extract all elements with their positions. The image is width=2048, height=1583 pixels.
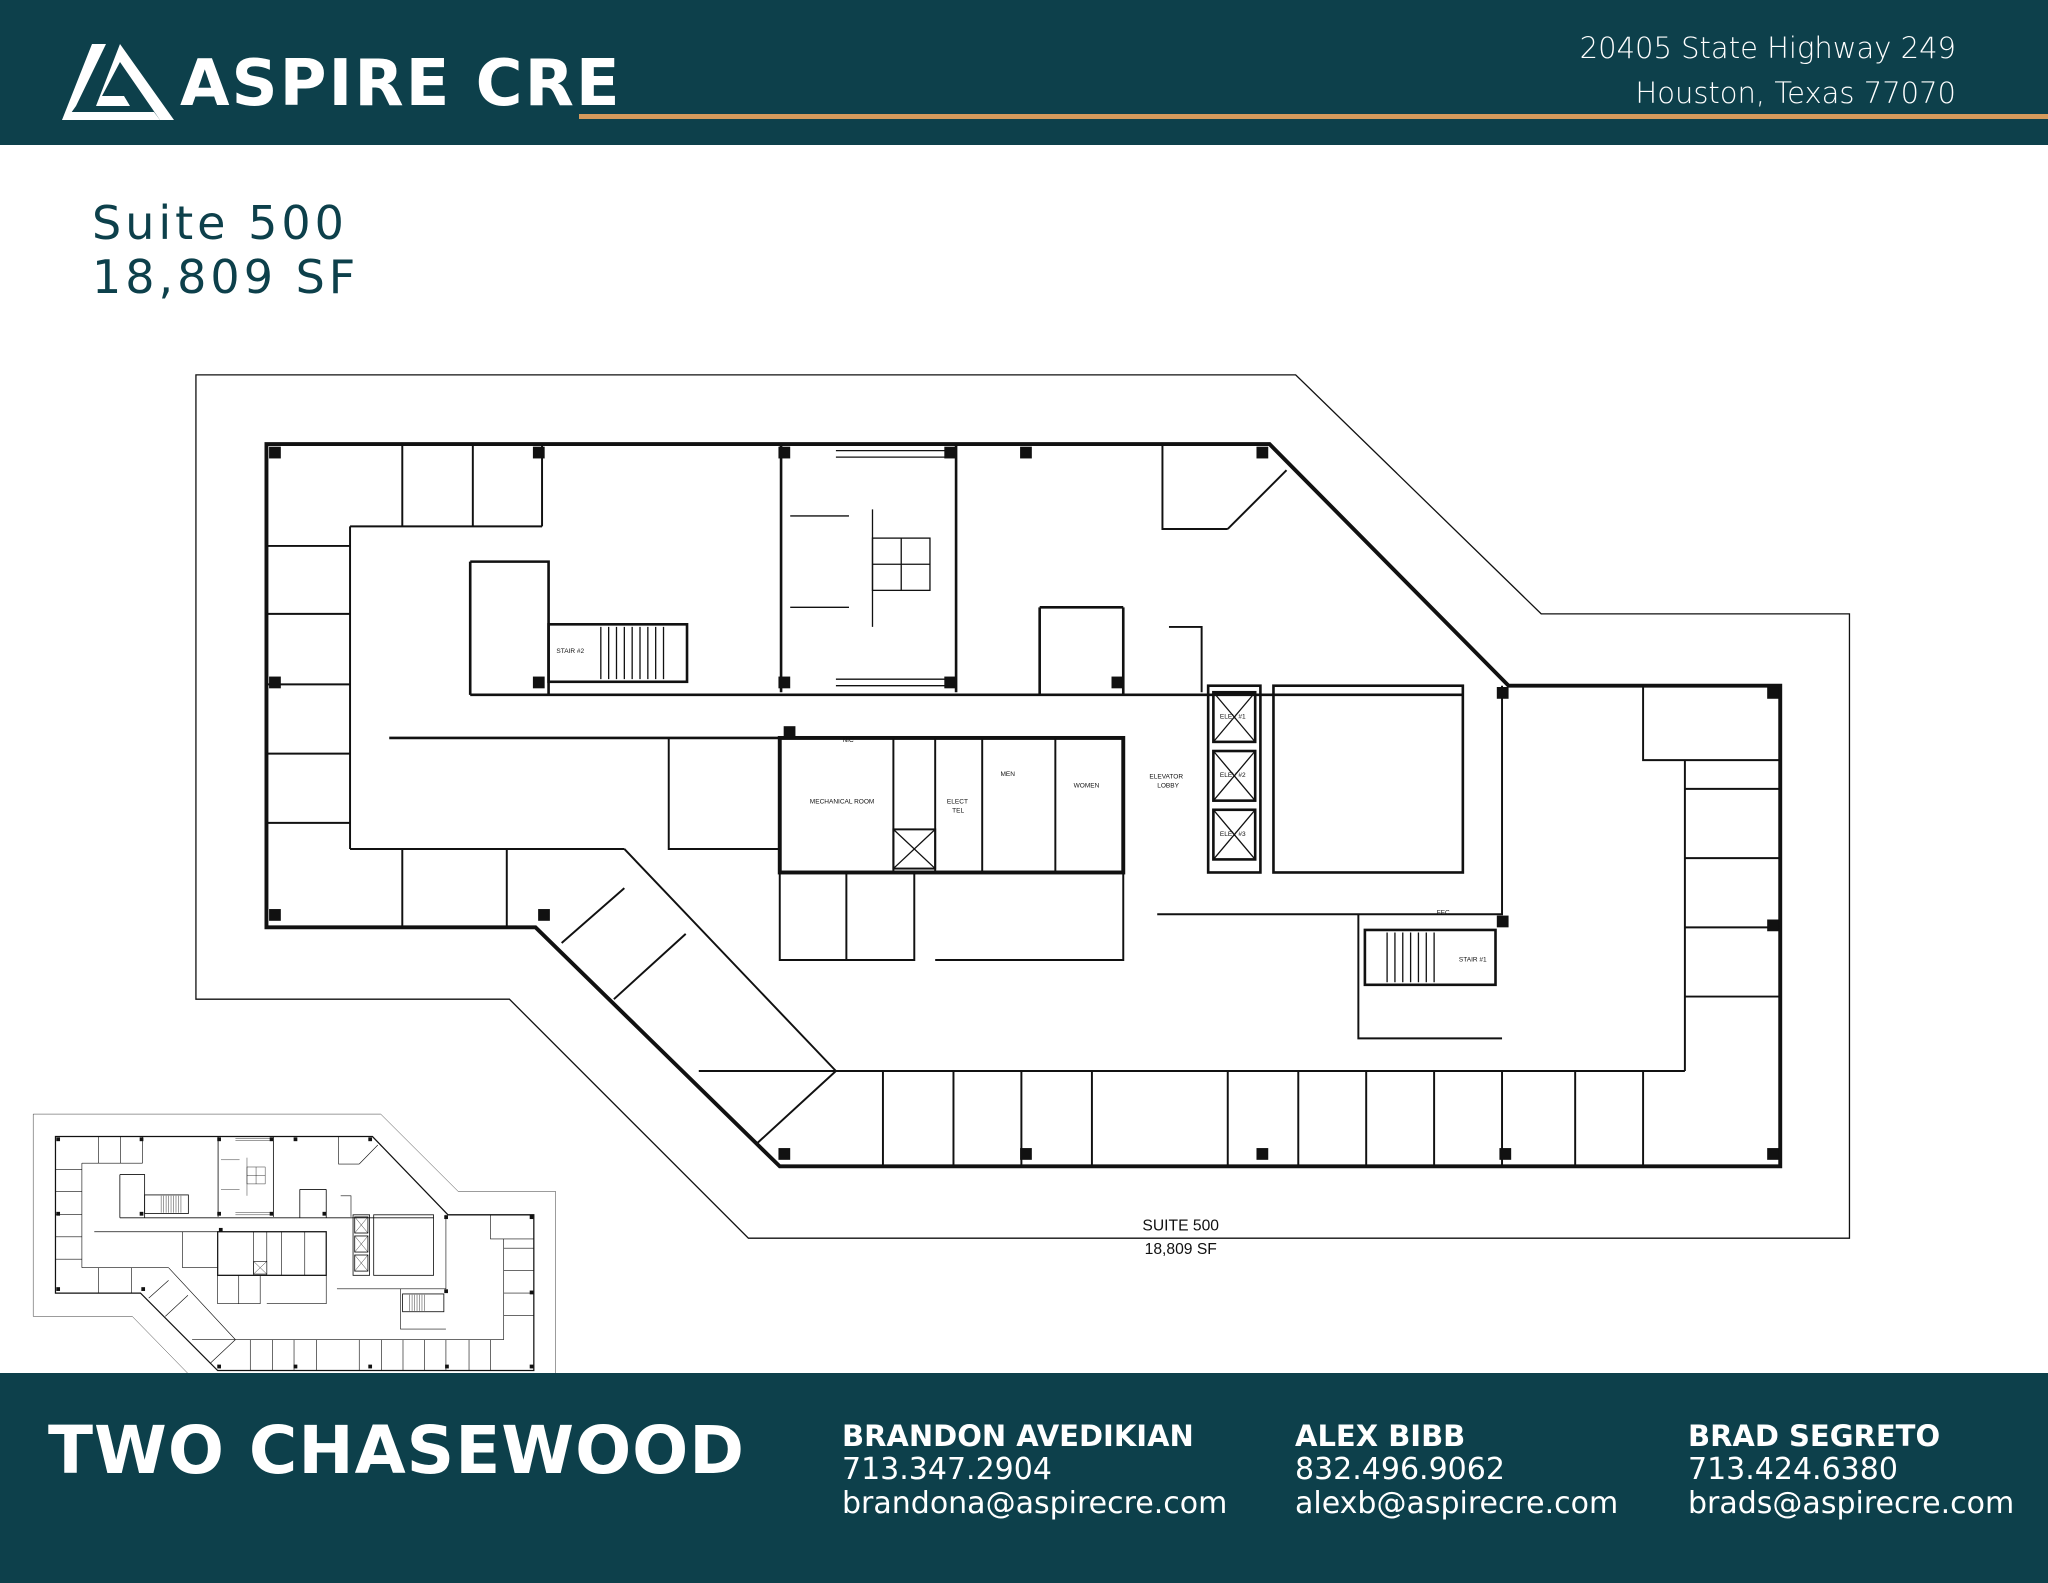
structural-column <box>778 446 791 459</box>
label-stair-1: STAIR #1 <box>1459 956 1487 963</box>
label-men: MEN <box>1000 771 1015 778</box>
core-block <box>777 735 1126 875</box>
structural-column <box>1767 919 1779 932</box>
structural-column <box>1256 446 1269 459</box>
label-elev-2: ELEV #2 <box>1220 772 1246 779</box>
building-outline <box>264 442 1783 1169</box>
plan-suite-label: SUITE 500 <box>1142 1217 1219 1234</box>
address: 20405 State Highway 249 Houston, Texas 7… <box>1580 26 1956 116</box>
structural-column <box>944 446 957 459</box>
contact-phone[interactable]: 713.424.6380 <box>1688 1452 1898 1487</box>
structural-column <box>1499 1148 1512 1160</box>
contact-name: BRAD SEGRETO <box>1688 1419 1941 1453</box>
address-line-1: 20405 State Highway 249 <box>1579 31 1956 65</box>
structural-column <box>1111 676 1124 689</box>
label-elevator-lobby-2: LOBBY <box>1157 783 1179 790</box>
contact-card: BRANDON AVEDIKIAN 713.347.2904 brandona@… <box>842 1419 1227 1521</box>
contact-email[interactable]: brandona@aspirecre.com <box>842 1486 1228 1521</box>
contact-phone[interactable]: 832.496.9062 <box>1295 1452 1505 1487</box>
contact-email[interactable]: alexb@aspirecre.com <box>1295 1486 1619 1521</box>
property-name: TWO CHASEWOOD <box>48 1412 746 1489</box>
top-offices <box>350 444 544 528</box>
structural-column <box>783 726 796 738</box>
label-nic: NIC <box>842 737 854 744</box>
structural-column <box>778 1148 791 1160</box>
label-elect: ELECT <box>947 798 968 805</box>
restrooms-upper <box>790 449 947 687</box>
structural-column <box>532 676 545 689</box>
address-line-2: Houston, Texas 77070 <box>1635 76 1956 110</box>
label-fec: FEC <box>1437 909 1450 916</box>
label-tel: TEL <box>952 807 964 814</box>
elevators <box>1206 684 1262 874</box>
structural-column <box>778 676 791 689</box>
contact-email[interactable]: brads@aspirecre.com <box>1688 1486 2015 1521</box>
stair-2 <box>547 623 689 684</box>
header: ASPIRE CRE 20405 State Highway 249 Houst… <box>0 0 2048 145</box>
contact-name: ALEX BIBB <box>1295 1419 1466 1453</box>
footer: TWO CHASEWOOD BRANDON AVEDIKIAN 713.347.… <box>0 1373 2048 1583</box>
contact-name: BRANDON AVEDIKIAN <box>842 1419 1194 1453</box>
contact-card: BRAD SEGRETO 713.424.6380 brads@aspirecr… <box>1688 1419 2014 1521</box>
contact-card: ALEX BIBB 832.496.9062 alexb@aspirecre.c… <box>1295 1419 1618 1521</box>
accent-divider <box>579 114 2048 119</box>
suite-heading: Suite 500 18,809 SF <box>92 196 359 304</box>
contact-phone[interactable]: 713.347.2904 <box>842 1452 1052 1487</box>
site-boundary <box>195 374 1851 1239</box>
suite-name: Suite 500 <box>92 196 348 250</box>
structural-column <box>1767 687 1779 699</box>
key-plan-thumbnail <box>32 1113 557 1395</box>
right-offices <box>1642 685 1781 1072</box>
label-elev-1: ELEV #1 <box>1220 713 1246 720</box>
structural-column <box>532 446 545 459</box>
structural-column <box>269 909 281 921</box>
structural-column <box>269 676 281 689</box>
structural-column <box>1496 915 1509 928</box>
label-elev-3: ELEV #3 <box>1220 831 1246 838</box>
structural-column <box>1496 687 1509 699</box>
structural-column <box>944 676 957 689</box>
structural-column <box>1020 1148 1032 1160</box>
label-stair-2: STAIR #2 <box>556 648 584 655</box>
brand-name: ASPIRE CRE <box>180 47 622 121</box>
aspire-logo-icon <box>62 44 174 120</box>
structural-column <box>1020 446 1032 459</box>
stair-1 <box>1363 928 1497 987</box>
label-women: WOMEN <box>1074 783 1100 790</box>
label-mechanical: MECHANICAL ROOM <box>810 798 875 805</box>
corridor <box>389 444 1463 740</box>
open-office-block <box>1272 684 1465 874</box>
structural-column <box>1256 1148 1269 1160</box>
floor-plan-drawing <box>195 374 1851 1239</box>
left-offices <box>266 526 625 928</box>
plan-area-label: 18,809 SF <box>1145 1241 1217 1258</box>
room-labels: NIC MECHANICAL ROOM ELECT TEL MEN WOMEN … <box>556 648 1487 963</box>
label-elevator-lobby-1: ELEVATOR <box>1149 773 1183 780</box>
diagonal-offices <box>560 848 1685 1144</box>
structural-column <box>1767 1148 1779 1160</box>
suite-area: 18,809 SF <box>92 250 360 304</box>
structural-column <box>538 909 550 921</box>
structural-column <box>269 446 281 459</box>
